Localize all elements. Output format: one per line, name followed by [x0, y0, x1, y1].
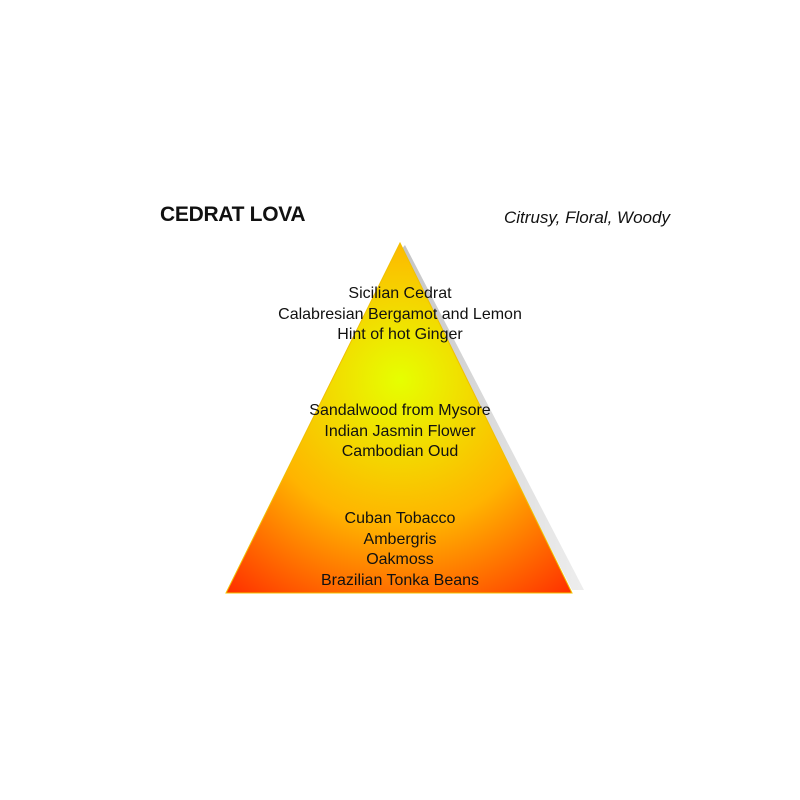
note-line: Cambodian Oud — [341, 443, 459, 460]
note-line: Oakmoss — [366, 551, 434, 568]
pyramid-shadow — [400, 245, 584, 590]
note-line: Sicilian Cedrat — [348, 285, 452, 302]
title: CEDRAT LOVA — [160, 203, 306, 226]
note-line: Cuban Tobacco — [344, 510, 456, 527]
base-notes: Cuban Tobacco Ambergris Oakmoss Brazilia… — [200, 509, 600, 591]
top-notes: Sicilian Cedrat Calabresian Bergamot and… — [200, 284, 600, 346]
note-line: Sandalwood from Mysore — [309, 402, 491, 419]
subtitle: Citrusy, Floral, Woody — [504, 208, 670, 227]
note-line: Ambergris — [363, 530, 437, 548]
note-line: Brazilian Tonka Beans — [320, 571, 480, 589]
pyramid-triangle — [225, 241, 573, 594]
middle-notes: Sandalwood from Mysore Indian Jasmin Flo… — [200, 401, 600, 463]
note-line: Calabresian Bergamot and Lemon — [278, 305, 522, 323]
note-line: Indian Jasmin Flower — [324, 422, 476, 440]
note-line: Hint of hot Ginger — [337, 326, 463, 343]
